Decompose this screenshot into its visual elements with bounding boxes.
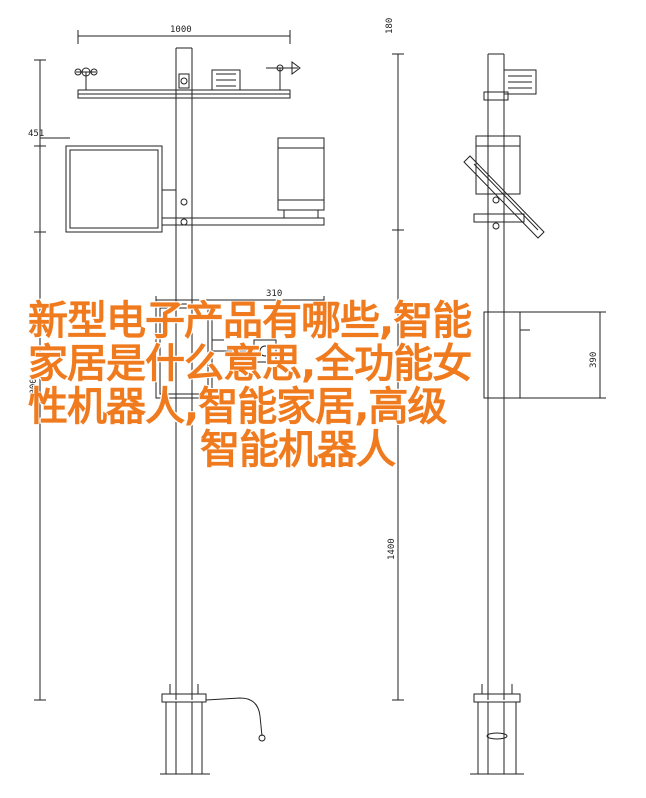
dim-box-width: 451 [28,129,44,139]
right-rain-gauge [475,135,521,195]
right-dimension-lines [392,53,606,701]
right-top-sensors [483,69,537,101]
overlay-line-4: 智能机器人 [200,427,396,473]
left-top-crossarm [77,89,291,99]
dim-cabinet-width: 310 [266,289,282,299]
left-main-pole [175,47,193,700]
left-dimension-lines [34,30,325,701]
right-base [470,684,524,775]
solar-panel [65,145,176,233]
right-mid-bracket [473,196,525,230]
dim-total-height: 3000 [29,378,39,400]
anemometer [74,67,98,90]
overlay-line-2: 家居是什么意思,全功能女 [28,341,472,387]
left-base [160,684,266,775]
dim-side-box-height: 390 [589,352,599,368]
dim-lower-height: 1400 [387,538,397,560]
left-mid-crossarm [161,198,325,226]
title-overlay: 新型电子产品有哪些,智能 家居是什么意思,全功能女 性机器人,智能家居,高级 智… [0,300,646,472]
rain-gauge [277,137,325,219]
right-cabinet [483,311,530,399]
sensor-box [211,69,241,91]
control-cabinet [155,303,277,399]
dim-left-top-height: 180 [385,18,395,34]
right-main-pole [487,53,505,700]
wind-vane [266,61,301,90]
overlay-line-1: 新型电子产品有哪些,智能 [28,298,472,344]
dim-left-width: 1000 [170,25,192,35]
right-solar-panel [463,155,545,239]
overlay-line-3: 性机器人,智能家居,高级 [28,384,447,430]
